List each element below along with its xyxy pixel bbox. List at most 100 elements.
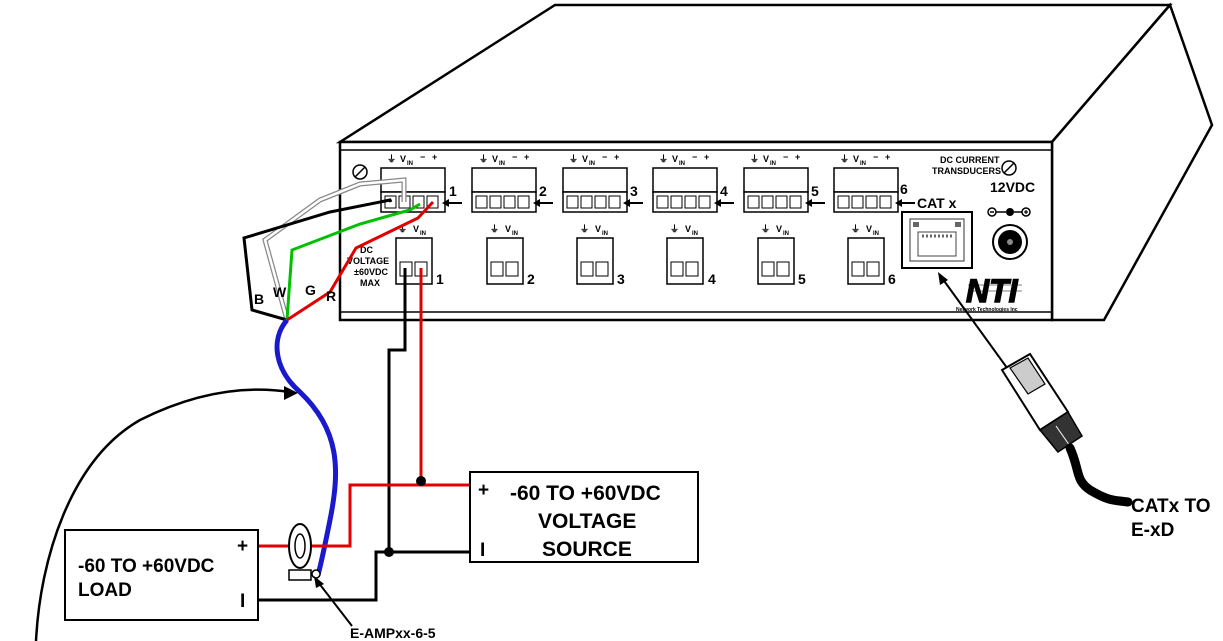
transducer-block-6: ⏚ V IN − + 6 [833, 152, 915, 213]
vin-subscript: IN [783, 231, 789, 237]
vin-subscript: IN [860, 161, 866, 167]
vin-label: V [672, 154, 678, 164]
vin-label: V [763, 154, 769, 164]
channel-number: 3 [617, 271, 625, 287]
catx-cable [938, 272, 1133, 507]
vin-subscript: IN [873, 231, 879, 237]
minus-symbol: − [420, 152, 425, 162]
channel-number: 1 [449, 183, 457, 199]
vin-subscript: IN [679, 161, 685, 167]
ground-symbol: ⏚ [387, 154, 396, 164]
vin-subscript: IN [499, 161, 505, 167]
vin-label: V [413, 224, 419, 234]
panel-screw-right-icon [1001, 160, 1017, 176]
ground-symbol: ⏚ [670, 224, 679, 234]
voltage-source-box: -60 TO +60VDC VOLTAGE SOURCE + I [469, 471, 699, 563]
wire-label-black: B [254, 291, 264, 307]
cable-label-line1: CATx TO [1131, 496, 1211, 517]
load-subtitle: LOAD [78, 580, 132, 601]
transducer-block-5: ⏚ V IN − + 5 [743, 152, 825, 213]
transducer-block-2: ⏚ V IN − + 2 [471, 152, 553, 213]
cat-port[interactable]: CAT x [901, 195, 973, 269]
wire-label-white: W [273, 284, 287, 300]
ground-symbol: ⏚ [659, 154, 668, 164]
panel-screw-left-icon [352, 164, 368, 180]
power-jack[interactable]: 12VDC [987, 179, 1035, 260]
plus-symbol: + [704, 152, 709, 162]
channel-number: 1 [436, 271, 444, 287]
rj45-plug-icon [1000, 352, 1084, 454]
cat-port-label: CAT x [917, 195, 957, 211]
svg-text:±60VDC: ±60VDC [354, 267, 388, 277]
source-title: -60 TO +60VDC [510, 482, 661, 505]
source-subtitle: VOLTAGE [538, 510, 636, 533]
nti-logo-subtitle: Network Technologies Inc [956, 307, 1018, 313]
vin-label: V [853, 154, 859, 164]
ground-symbol: ⏚ [840, 154, 849, 164]
source-minus-terminal: I [480, 540, 485, 561]
vin-label: V [400, 154, 406, 164]
load-title: -60 TO +60VDC [78, 556, 215, 577]
vin-subscript: IN [407, 161, 413, 167]
ground-symbol: ⏚ [750, 154, 759, 164]
current-sensor-icon [288, 523, 321, 581]
ground-symbol: ⏚ [851, 224, 860, 234]
ground-symbol: ⏚ [580, 224, 589, 234]
dc-voltage-label: DC VOLTAGE ±60VDC MAX [347, 245, 389, 288]
vin-label: V [492, 154, 498, 164]
vin-subscript: IN [602, 231, 608, 237]
dc-current-label: DC CURRENT TRANSDUCERS [932, 155, 1001, 176]
svg-text:MAX: MAX [360, 278, 380, 288]
vin-label: V [582, 154, 588, 164]
vin-label: V [866, 224, 872, 234]
vin-subscript: IN [770, 161, 776, 167]
svg-text:TRANSDUCERS: TRANSDUCERS [932, 166, 1001, 176]
voltage-block-4: ⏚ V IN 4 [666, 224, 716, 287]
power-label: 12VDC [990, 179, 1035, 195]
source-plus-terminal: + [478, 480, 489, 501]
wire-label-red: R [326, 288, 336, 304]
transducer-block-4: ⏚ V IN − + 4 [652, 152, 734, 213]
channel-number: 3 [630, 183, 638, 199]
load-plus-terminal: + [237, 536, 248, 557]
cable-label-line2: E-xD [1131, 520, 1174, 541]
ground-symbol: ⏚ [490, 224, 499, 234]
vin-label: V [685, 224, 691, 234]
voltage-sense-wires [387, 268, 423, 552]
load-minus-terminal: I [240, 591, 245, 612]
voltage-block-3: ⏚ V IN 3 [576, 224, 625, 287]
transducer-block-3: ⏚ V IN − + 3 [562, 152, 643, 213]
voltage-block-5: ⏚ V IN 5 [757, 224, 806, 287]
ground-symbol: ⏚ [569, 154, 578, 164]
vin-label: V [776, 224, 782, 234]
minus-symbol: − [783, 152, 788, 162]
voltage-block-2: ⏚ V IN 2 [486, 224, 535, 287]
plus-symbol: + [885, 152, 890, 162]
channel-number: 5 [811, 183, 819, 199]
plus-symbol: + [614, 152, 619, 162]
sensor-pointer-arrow [314, 576, 353, 627]
voltage-block-6: ⏚ V IN 6 [847, 224, 896, 287]
vin-subscript: IN [589, 161, 595, 167]
vin-subscript: IN [512, 231, 518, 237]
nti-logo: NTI Network Technologies Inc [956, 272, 1022, 313]
sensor-label: E-AMPxx-6-5 [350, 625, 436, 641]
harness-wires [242, 177, 435, 576]
ground-symbol: ⏚ [479, 154, 488, 164]
load-box: -60 TO +60VDC LOAD + I [64, 529, 259, 621]
vin-label: V [595, 224, 601, 234]
channel-number: 2 [539, 183, 547, 199]
minus-symbol: − [692, 152, 697, 162]
svg-text:DC: DC [360, 245, 373, 255]
minus-symbol: − [873, 152, 878, 162]
plus-symbol: + [524, 152, 529, 162]
source-subtitle-2: SOURCE [542, 538, 632, 561]
ground-symbol: ⏚ [398, 224, 407, 234]
channel-number: 5 [798, 271, 806, 287]
plus-symbol: + [432, 152, 437, 162]
vin-subscript: IN [420, 231, 426, 237]
channel-number: 2 [527, 271, 535, 287]
svg-text:DC CURRENT: DC CURRENT [940, 155, 1000, 165]
channel-number: 4 [720, 183, 728, 199]
